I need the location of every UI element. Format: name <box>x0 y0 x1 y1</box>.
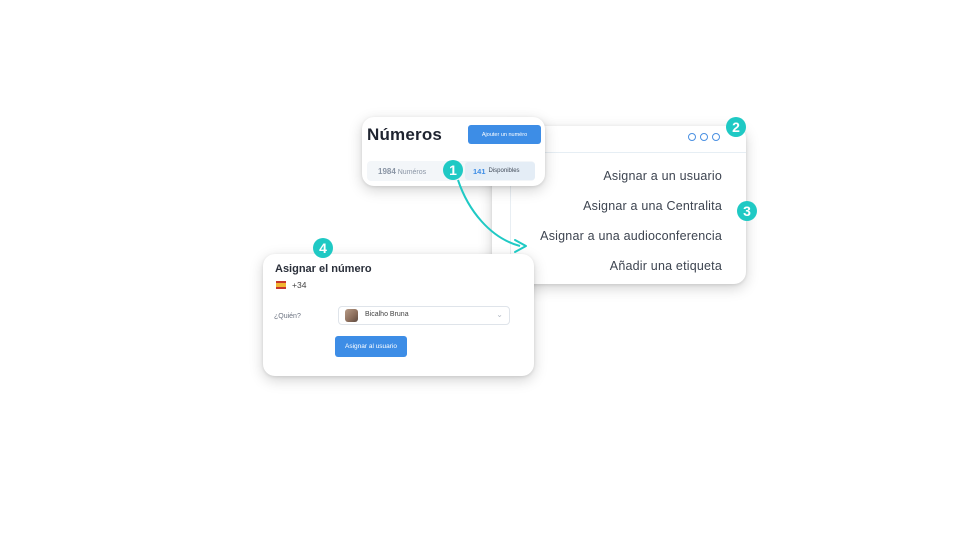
step-badge-2: 2 <box>726 117 746 137</box>
total-label: Numéros <box>397 169 427 176</box>
assign-card-title: Asignar el número <box>275 263 372 275</box>
available-count: 141 <box>473 166 486 176</box>
step-badge-4: 4 <box>313 238 333 258</box>
selected-user-name: Bicalho Bruna <box>365 311 409 318</box>
user-select[interactable]: Bicalho Bruna ⌄ <box>338 306 510 325</box>
numbers-stats-bar: 1984 Numéros 141 Disponibles <box>367 161 535 181</box>
spain-flag-icon <box>276 281 286 289</box>
step-badge-1: 1 <box>443 160 463 180</box>
menu-item-assign-audioconference[interactable]: Asignar a una audioconferencia <box>540 229 722 243</box>
options-menu-list: Asignar a un usuario Asignar a una Centr… <box>540 168 722 284</box>
add-number-button[interactable]: Ajouter un numéro <box>468 125 541 144</box>
step-badge-3: 3 <box>737 201 757 221</box>
assign-to-user-button[interactable]: Asignar al usuario <box>335 336 407 357</box>
page-title: Números <box>367 125 443 144</box>
menu-header-strip <box>492 126 746 153</box>
menu-item-assign-pbx[interactable]: Asignar a una Centralita <box>583 199 722 213</box>
more-options-dots-icon[interactable] <box>688 133 720 141</box>
available-label: Disponibles <box>488 168 520 174</box>
menu-item-assign-user[interactable]: Asignar a un usuario <box>603 169 722 183</box>
avatar <box>345 309 358 322</box>
who-label: ¿Quién? <box>274 313 301 320</box>
country-prefix: +34 <box>292 280 307 290</box>
chevron-down-icon: ⌄ <box>496 310 503 319</box>
options-menu-card: Asignar a un usuario Asignar a una Centr… <box>492 126 746 284</box>
total-numbers-stat: 1984 Numéros <box>378 167 426 176</box>
available-numbers-tab[interactable]: 141 Disponibles <box>465 162 535 180</box>
assign-number-card: Asignar el número +34 ¿Quién? Bicalho Br… <box>263 254 534 376</box>
numbers-card: Números Ajouter un numéro 1984 Numéros 1… <box>362 117 545 186</box>
menu-item-add-tag[interactable]: Añadir una etiqueta <box>609 259 722 273</box>
total-count: 1984 <box>378 167 396 176</box>
